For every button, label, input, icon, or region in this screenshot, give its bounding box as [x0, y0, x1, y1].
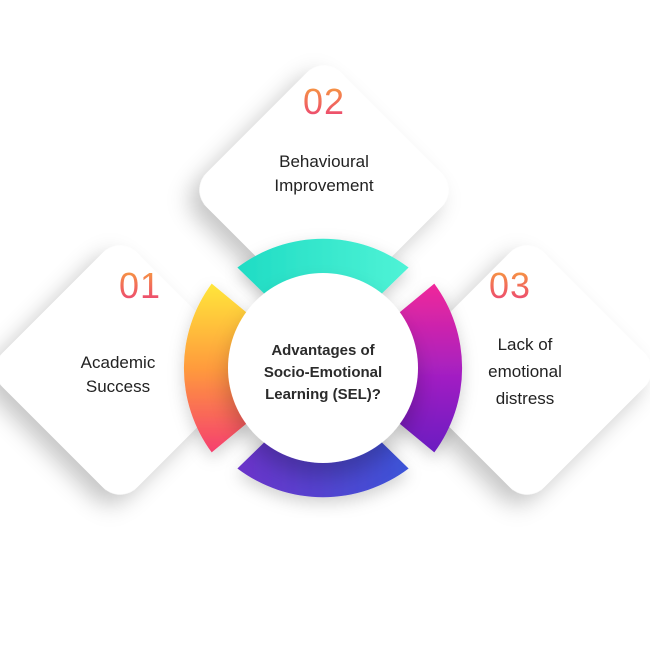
center-title-line2: Socio-Emotional — [263, 364, 383, 381]
item-01-label-line1: Academic — [80, 353, 156, 372]
item-01-label: Academic Success — [48, 351, 188, 399]
card-03-shape — [402, 245, 650, 495]
arc-right — [395, 283, 463, 453]
item-02-label-line2: Improvement — [274, 176, 374, 195]
item-02-label: Behavioural Improvement — [234, 150, 414, 198]
center-title-line3: Learning (SEL)? — [265, 386, 381, 403]
item-03-label-line2: emotional — [488, 362, 562, 381]
item-01-label-line2: Success — [85, 377, 151, 396]
item-01-number: 01 — [100, 266, 180, 306]
item-03-label: Lack of emotional distress — [455, 331, 595, 412]
item-03-number: 03 — [470, 266, 550, 306]
card-01-shape — [0, 245, 245, 495]
center-title: Advantages of Socio-Emotional Learning (… — [238, 340, 408, 406]
card-02-shape — [199, 65, 449, 315]
item-02-number: 02 — [284, 82, 364, 122]
arc-left — [183, 283, 251, 453]
center-title-line1: Advantages of — [271, 342, 375, 359]
item-03-label-line3: distress — [495, 389, 555, 408]
item-03-label-line1: Lack of — [497, 335, 553, 354]
center-circle — [228, 273, 418, 463]
item-02-label-line1: Behavioural — [279, 152, 369, 171]
